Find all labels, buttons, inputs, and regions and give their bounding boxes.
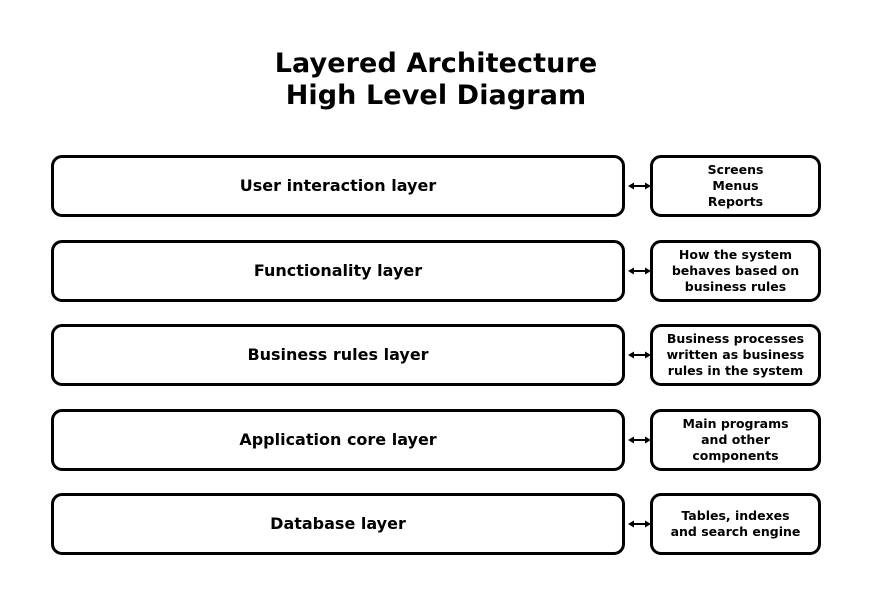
detail-text: How the system behaves based on business… [671,247,800,294]
layer-label: Business rules layer [247,345,429,364]
detail-box-application-core[interactable]: Main programs and other components [650,409,821,471]
detail-box-user-interaction[interactable]: Screens Menus Reports [650,155,821,217]
diagram-row: Business rules layer Business processes … [0,324,873,389]
detail-box-business-rules[interactable]: Business processes written as business r… [650,324,821,386]
double-headed-arrow-icon [628,261,651,281]
detail-text: Screens Menus Reports [707,162,764,209]
layer-box-business-rules[interactable]: Business rules layer [51,324,625,386]
layer-label: Application core layer [239,430,437,449]
layer-box-database[interactable]: Database layer [51,493,625,555]
layer-label: Database layer [270,514,406,533]
double-headed-arrow-icon [628,514,651,534]
layer-box-user-interaction[interactable]: User interaction layer [51,155,625,217]
diagram-title-line-1: Layered Architecture [274,48,598,79]
detail-box-functionality[interactable]: How the system behaves based on business… [650,240,821,302]
layer-box-application-core[interactable]: Application core layer [51,409,625,471]
detail-text: Tables, indexes and search engine [670,508,801,539]
diagram-title-line-2: High Level Diagram [285,80,587,111]
double-headed-arrow-icon [628,176,651,196]
diagram-row: Database layer Tables, indexes and searc… [0,493,873,558]
diagram-row: Application core layer Main programs and… [0,409,873,474]
diagram-row: Functionality layer How the system behav… [0,240,873,305]
layer-label: User interaction layer [239,176,437,195]
layer-box-functionality[interactable]: Functionality layer [51,240,625,302]
double-headed-arrow-icon [628,430,651,450]
detail-text: Business processes written as business r… [666,331,805,378]
diagram-row: User interaction layer Screens Menus Rep… [0,155,873,220]
layer-label: Functionality layer [253,261,423,280]
double-headed-arrow-icon [628,345,651,365]
diagram-title: Layered Architecture High Level Diagram [51,48,821,112]
detail-box-database[interactable]: Tables, indexes and search engine [650,493,821,555]
detail-text: Main programs and other components [682,416,789,463]
